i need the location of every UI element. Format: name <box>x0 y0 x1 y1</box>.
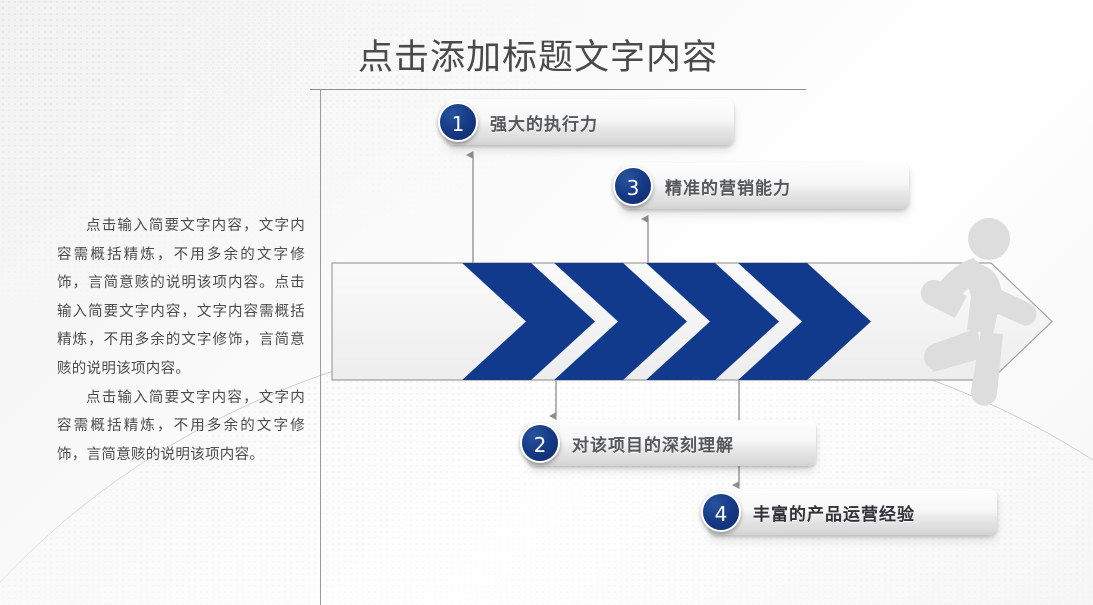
feature-label-1: 强大的执行力 <box>490 114 598 135</box>
feature-item-3[interactable]: 3 精准的营销能力 <box>613 163 909 209</box>
vertical-divider-rule <box>320 89 321 605</box>
feature-number-badge-3: 3 <box>613 166 653 206</box>
page-title: 点击添加标题文字内容 <box>358 38 719 78</box>
feature-number-badge-1: 1 <box>438 102 478 142</box>
chevron-arrow-graphic <box>331 262 1053 381</box>
body-paragraph-2: 点击输入简要文字内容，文字内容需概括精炼，不用多余的文字修饰，言简意赅的说明该项… <box>57 389 305 463</box>
horizontal-title-rule <box>310 89 806 90</box>
feature-item-1[interactable]: 1 强大的执行力 <box>438 99 734 145</box>
body-text-block: 点击输入简要文字内容，文字内容需概括精炼，不用多余的文字修饰，言简意赅的说明该项… <box>57 212 305 469</box>
feature-label-3: 精准的营销能力 <box>665 178 791 199</box>
feature-label-4: 丰富的产品运营经验 <box>753 504 915 525</box>
feature-item-4[interactable]: 4 丰富的产品运营经验 <box>701 489 997 535</box>
feature-item-2[interactable]: 2 对该项目的深刻理解 <box>520 420 816 466</box>
feature-label-2: 对该项目的深刻理解 <box>572 435 734 456</box>
feature-number-badge-4: 4 <box>701 492 741 532</box>
chevron-group <box>461 263 871 380</box>
feature-number-badge-2: 2 <box>520 423 560 463</box>
body-paragraph-1: 点击输入简要文字内容，文字内容需概括精炼，不用多余的文字修饰，言简意赅的说明该项… <box>57 218 305 377</box>
